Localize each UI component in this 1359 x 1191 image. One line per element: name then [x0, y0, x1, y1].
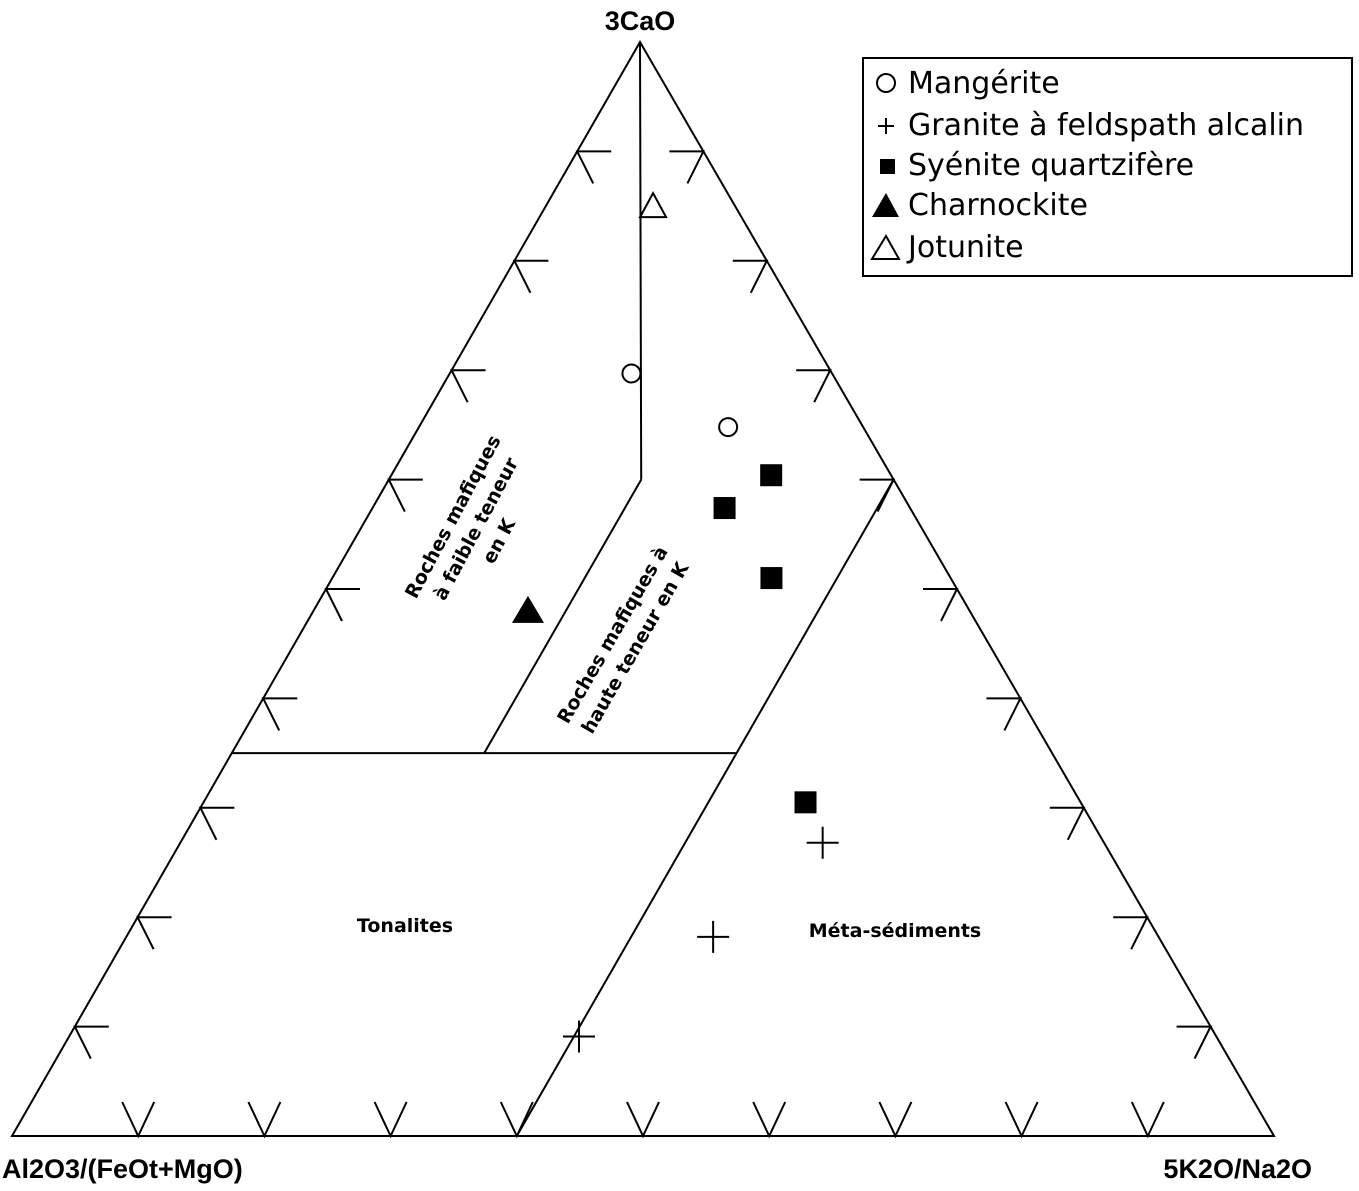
- tick-mark-right: [796, 369, 832, 403]
- legend-label: Granite à feldspath alcalin: [908, 107, 1305, 143]
- data-point-plus: [562, 1020, 595, 1053]
- legend-label: Charnockite: [908, 187, 1088, 223]
- region-label-low-k: Roches mafiques à faible teneur en K: [401, 432, 523, 604]
- legend-label: Mangérite: [908, 65, 1060, 101]
- legend-item-jotunite: Jotunite: [864, 227, 1024, 267]
- tick-mark-bottom: [626, 1101, 660, 1139]
- tick-mark-right: [859, 478, 896, 513]
- tick-mark-left: [512, 259, 549, 294]
- data-point-filled-square: [760, 567, 783, 590]
- tick-mark-bottom: [247, 1101, 282, 1139]
- tick-mark-left: [198, 806, 235, 841]
- tick-mark-left: [449, 369, 486, 403]
- tick-mark-left: [73, 1025, 109, 1060]
- axis-label-right: 5K2O/Na2O: [1163, 1154, 1312, 1184]
- tick-mark-bottom: [1130, 1101, 1165, 1139]
- tick-mark-right: [732, 259, 769, 294]
- tick-mark-bottom: [121, 1101, 156, 1139]
- data-point-open-circle: [718, 417, 739, 438]
- tick-mark-bottom: [752, 1101, 787, 1139]
- legend-item-charnockite: Charnockite: [864, 185, 1088, 225]
- open-triangle-icon: [870, 234, 901, 260]
- legend: Mangérite Granite à feldspath alcalin Sy…: [862, 57, 1353, 277]
- open-circle-icon: [876, 73, 896, 93]
- legend-item-syenite: Syénite quartzifère: [864, 145, 1194, 185]
- tick-mark-right: [1049, 806, 1086, 841]
- tick-mark-bottom: [1004, 1101, 1039, 1139]
- axis-label-left: Al2O3/(FeOt+MgO): [2, 1154, 243, 1184]
- region-label-tonalites: Tonalites: [357, 915, 453, 937]
- tick-mark-left: [135, 916, 172, 950]
- data-point-filled-square: [794, 791, 817, 814]
- data-point-filled-triangle: [511, 595, 544, 623]
- data-point-plus: [806, 826, 839, 859]
- filled-square-icon: [880, 159, 895, 174]
- tick-mark-left: [324, 588, 360, 622]
- triangle-frame: [10, 39, 1276, 1137]
- tick-mark-left: [575, 150, 612, 184]
- data-point-plus: [697, 920, 730, 953]
- tick-mark-bottom: [878, 1101, 913, 1139]
- tick-mark-right: [669, 150, 706, 184]
- region-boundary: [639, 41, 643, 480]
- data-point-open-triangle: [638, 191, 668, 219]
- legend-item-granite: Granite à feldspath alcalin: [864, 105, 1304, 145]
- region-label-high-k: Roches mafiques à haute teneur en K: [553, 543, 694, 738]
- tick-mark-right: [1176, 1025, 1213, 1060]
- tick-mark-left: [261, 697, 298, 731]
- data-point-open-circle: [621, 363, 642, 384]
- legend-label: Jotunite: [908, 229, 1024, 265]
- tick-mark-bottom: [499, 1101, 534, 1139]
- data-point-filled-square: [713, 497, 736, 520]
- legend-item-mangerite: Mangérite: [864, 63, 1060, 103]
- tick-mark-bottom: [373, 1101, 408, 1139]
- data-point-filled-square: [760, 464, 783, 487]
- tick-mark-right: [923, 588, 959, 622]
- plus-icon: [878, 118, 894, 134]
- region-boundary: [515, 479, 895, 1137]
- tick-mark-left: [387, 478, 423, 513]
- filled-triangle-icon: [872, 193, 899, 217]
- tick-mark-right: [1113, 916, 1149, 950]
- region-label-meta-sediments: Méta-sédiments: [809, 920, 982, 942]
- tick-mark-right: [986, 697, 1023, 731]
- legend-label: Syénite quartzifère: [908, 147, 1195, 183]
- axis-label-top: 3CaO: [605, 6, 676, 36]
- region-boundary: [483, 479, 643, 754]
